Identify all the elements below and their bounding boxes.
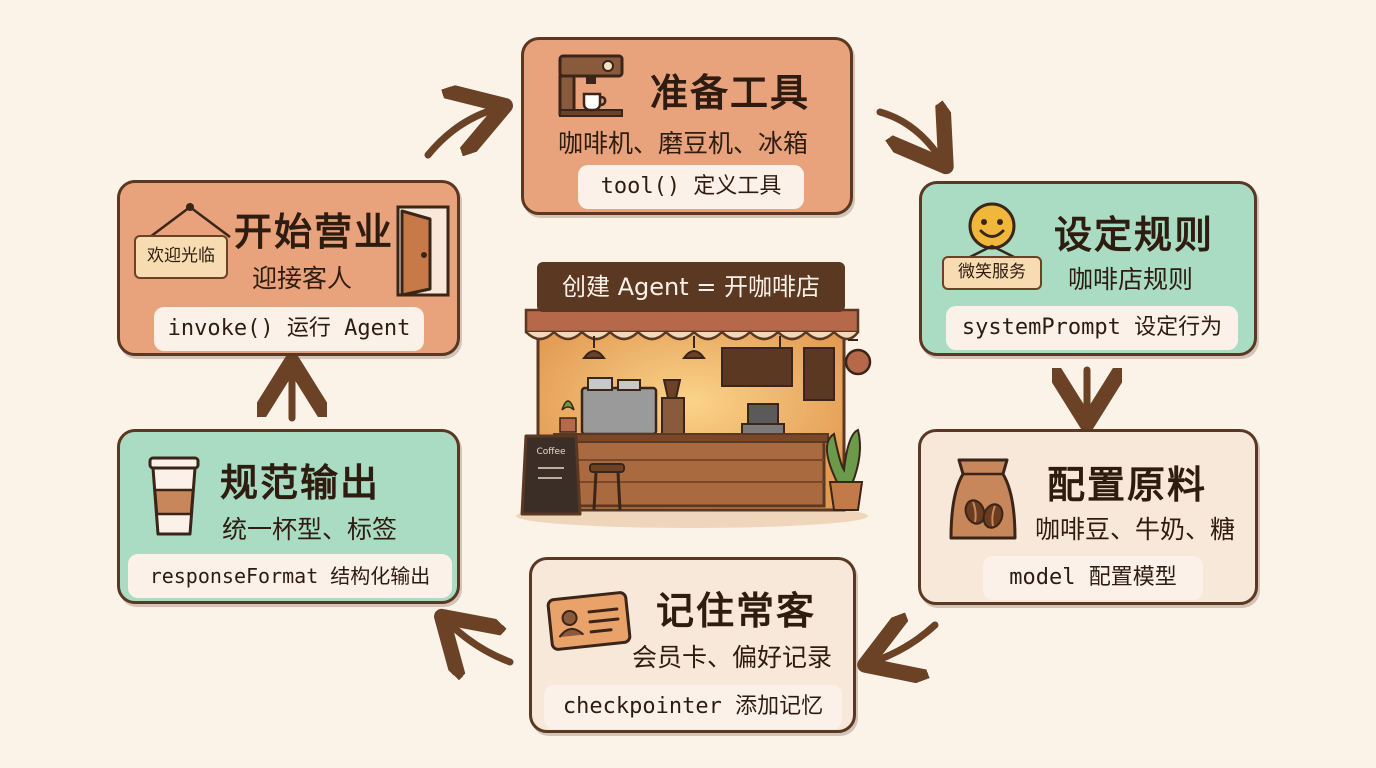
step-card-output: 规范输出 统一杯型、标签 responseFormat 结构化输出 [117, 429, 460, 604]
step-subtitle: 统一杯型、标签 [222, 515, 398, 544]
step-subtitle: 咖啡机、磨豆机、冰箱 [558, 129, 809, 158]
coffee-bean-bag-icon [949, 458, 1017, 540]
step-title: 开始营业 [234, 210, 395, 254]
step-subtitle: 咖啡店规则 [1068, 265, 1194, 294]
step-code: checkpointer 添加记忆 [544, 685, 842, 729]
step-card-open: 欢迎光临 开始营业 迎接客人 invoke() 运行 Agent [117, 180, 460, 356]
door-icon [396, 205, 450, 297]
step-code: systemPrompt 设定行为 [946, 306, 1238, 350]
coffee-shop-illustration: Coffee [516, 308, 872, 528]
hanging-sign-hook-icon [149, 203, 231, 238]
step-card-tools: 准备工具 咖啡机、磨豆机、冰箱 tool() 定义工具 [521, 37, 853, 215]
step-subtitle: 会员卡、偏好记录 [632, 643, 833, 672]
step-subtitle: 迎接客人 [252, 264, 353, 293]
step-title: 配置原料 [1047, 463, 1208, 507]
step-title: 准备工具 [650, 71, 811, 115]
step-code: model 配置模型 [983, 556, 1203, 600]
step-card-memory: 记住常客 会员卡、偏好记录 checkpointer 添加记忆 [529, 557, 856, 733]
step-subtitle: 咖啡豆、牛奶、糖 [1035, 515, 1236, 544]
coffee-cup-icon [148, 456, 200, 536]
step-title: 记住常客 [656, 589, 817, 633]
coffee-machine-icon [558, 54, 624, 117]
smiley-sign-icon [967, 202, 1017, 260]
welcome-sign: 欢迎光临 [134, 235, 228, 279]
step-title: 规范输出 [220, 461, 381, 505]
center-title-sign: 创建 Agent = 开咖啡店 [537, 262, 845, 312]
step-code: tool() 定义工具 [578, 165, 804, 209]
step-title: 设定规则 [1054, 213, 1215, 257]
member-card-icon [546, 591, 632, 651]
smile-service-sign: 微笑服务 [942, 256, 1042, 290]
step-code: invoke() 运行 Agent [154, 307, 424, 351]
chalkboard-text: Coffee [536, 447, 566, 457]
step-card-model: 配置原料 咖啡豆、牛奶、糖 model 配置模型 [918, 429, 1258, 605]
step-card-rules: 微笑服务 设定规则 咖啡店规则 systemPrompt 设定行为 [919, 181, 1257, 356]
step-code: responseFormat 结构化输出 [128, 554, 452, 598]
